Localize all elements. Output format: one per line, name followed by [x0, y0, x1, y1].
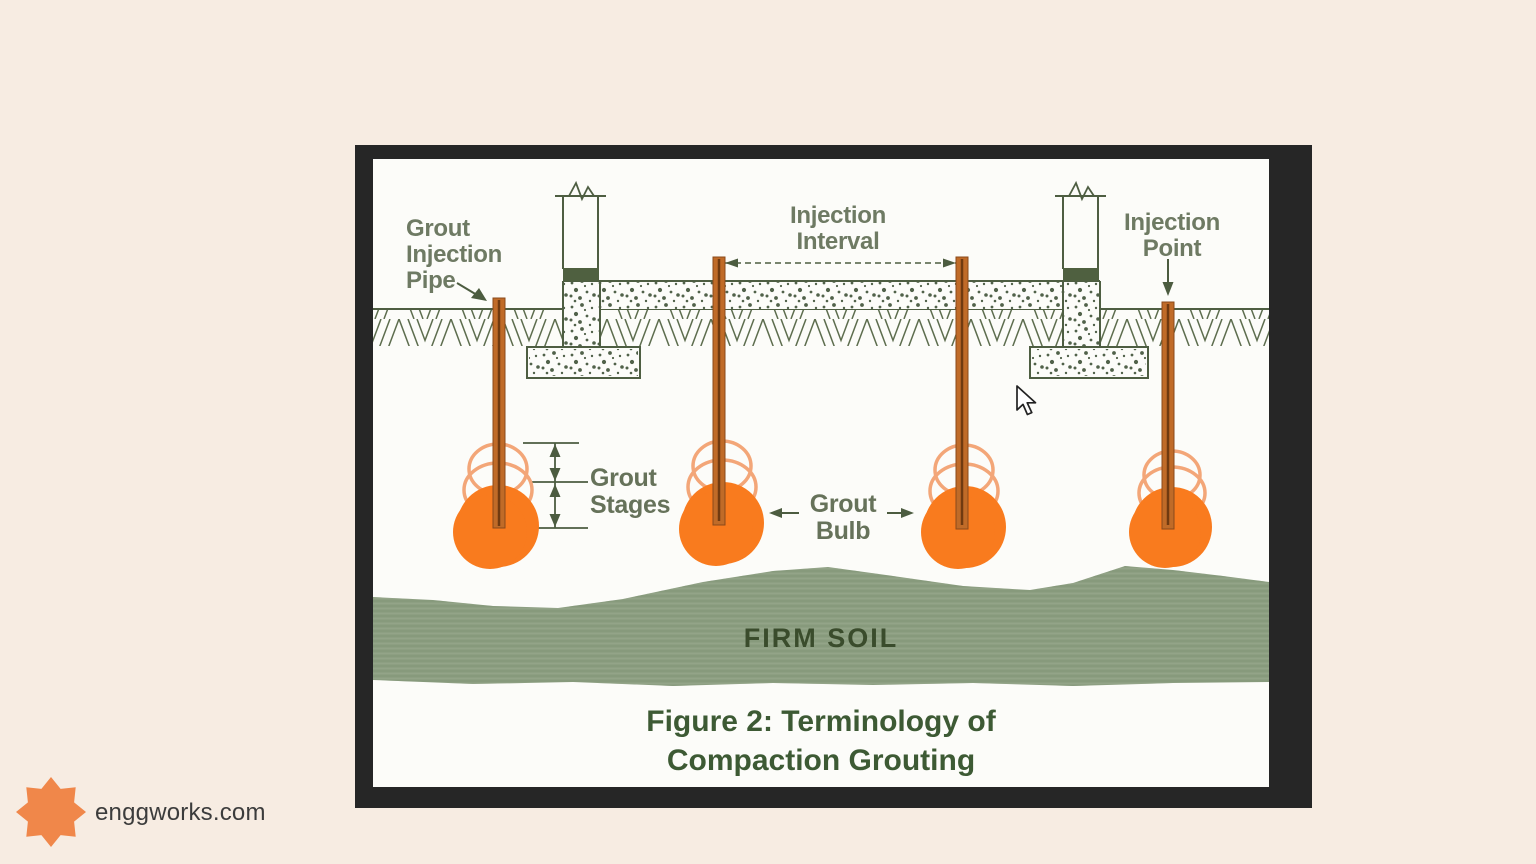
- injection-interval-arrow: [725, 258, 956, 268]
- pipe-label-leader: [456, 282, 487, 301]
- left-footing-stem: [562, 281, 601, 347]
- ground-hatch-band: [373, 308, 1269, 346]
- right-footing-pad: [1029, 346, 1149, 379]
- right-column: [1055, 180, 1106, 281]
- scanned-figure: Grout Injection Pipe Injection Interval …: [373, 159, 1269, 787]
- label-firm-soil: FIRM SOIL: [743, 623, 899, 653]
- arrow-cursor-icon: [1016, 385, 1037, 416]
- left-footing-pad: [526, 346, 641, 379]
- firm-soil-band: [373, 566, 1269, 686]
- label-grout-stages: Grout Stages: [590, 464, 671, 519]
- figure-frame: Grout Injection Pipe Injection Interval …: [355, 145, 1312, 808]
- injection-pipe-4-and-bulb: [1129, 301, 1212, 568]
- label-grout-bulb: Grout Bulb: [809, 490, 877, 545]
- left-column: [555, 180, 606, 281]
- label-injection-point: Injection Point: [1124, 209, 1220, 262]
- watermark-site-name: enggworks.com: [95, 799, 266, 826]
- compaction-grouting-drawing: [373, 180, 1269, 686]
- injection-pipe-2-and-bulb: [679, 256, 764, 566]
- injection-point-arrow: [1162, 259, 1174, 296]
- figure-caption: Figure 2: Terminology of Compaction Grou…: [646, 705, 996, 777]
- label-injection-interval: Injection Interval: [790, 202, 886, 255]
- label-grout-injection-pipe: Grout Injection Pipe: [406, 215, 502, 294]
- grout-bulb-arrows: [769, 508, 914, 518]
- eight-point-star-icon: [16, 777, 86, 847]
- injection-pipe-3-and-bulb: [921, 256, 1006, 569]
- concrete-slab: [563, 280, 1100, 309]
- injection-pipe-1-and-bulb: [453, 297, 539, 569]
- right-footing-stem: [1062, 281, 1101, 347]
